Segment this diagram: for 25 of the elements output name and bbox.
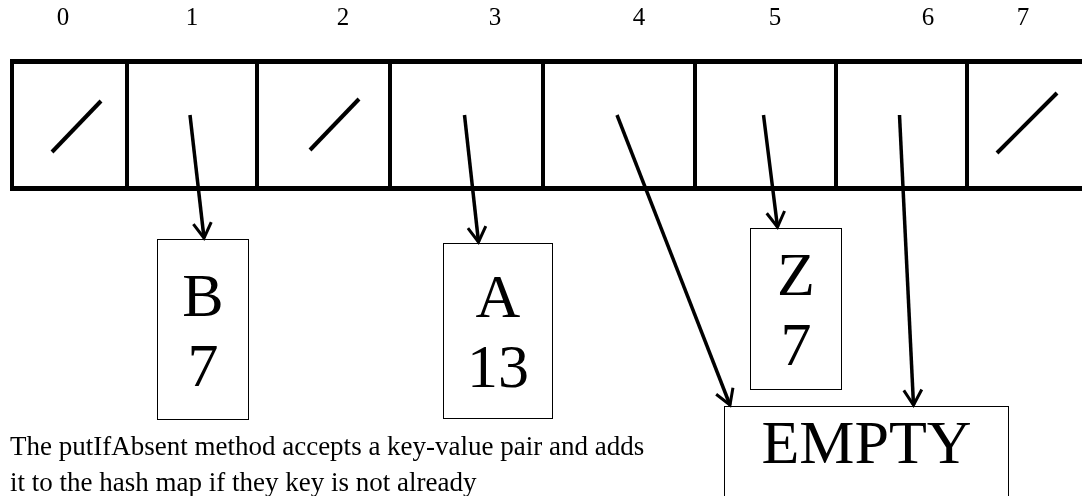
pointer-arrow bbox=[897, 114, 924, 407]
entry-text: EMPTY bbox=[761, 407, 972, 477]
value-text: 7 bbox=[780, 309, 812, 379]
value-text: 7 bbox=[187, 329, 219, 400]
entry-box bbox=[157, 239, 249, 420]
entry-box bbox=[443, 243, 553, 419]
description-text: The putIfAbsent method accepts a key-value pair and adds it to the hash map if they key is not already bbox=[10, 430, 646, 496]
pointer-arrow bbox=[615, 114, 735, 407]
index-number: 3 bbox=[487, 2, 503, 32]
index-number: 2 bbox=[335, 2, 351, 32]
entry-box bbox=[724, 406, 1009, 496]
index-number: 5 bbox=[767, 2, 783, 32]
pointer-arrow bbox=[761, 114, 787, 229]
index-number: 6 bbox=[920, 2, 936, 32]
entry-box bbox=[750, 228, 842, 390]
pointer-arrow bbox=[188, 114, 213, 240]
key-text: B bbox=[182, 259, 224, 330]
index-number: 1 bbox=[184, 2, 200, 32]
index-number: 4 bbox=[631, 2, 647, 32]
value-text: 13 bbox=[467, 331, 529, 401]
index-number: 7 bbox=[1015, 2, 1031, 32]
index-number: 0 bbox=[55, 2, 71, 32]
pointer-arrow bbox=[462, 114, 488, 244]
key-text: Z bbox=[777, 239, 815, 309]
key-text: A bbox=[475, 261, 521, 331]
